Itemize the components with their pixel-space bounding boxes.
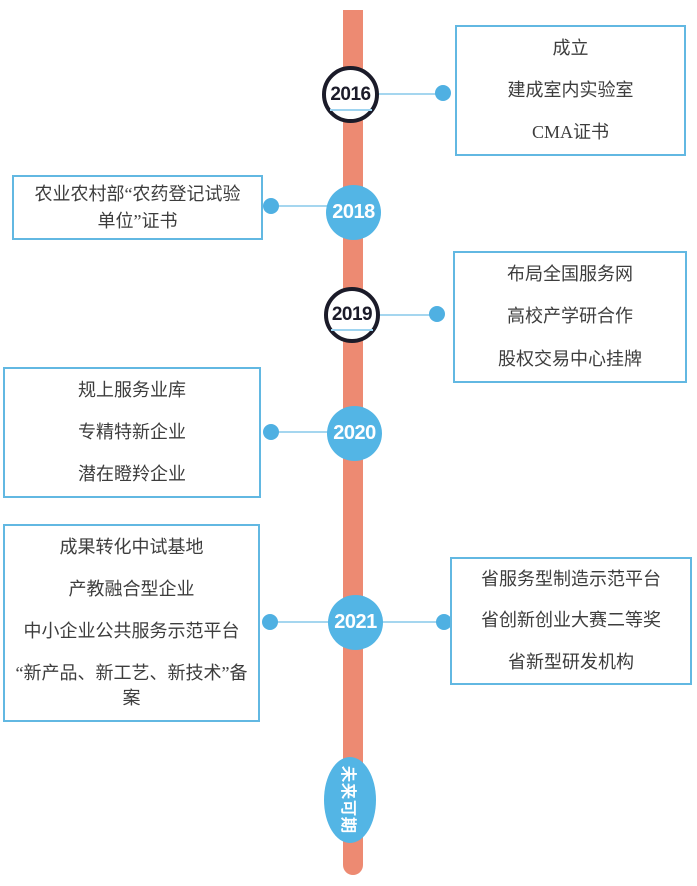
year-node-2016: 2016	[322, 66, 379, 123]
connector-line-2019	[353, 314, 438, 316]
connector-dot-2016	[435, 85, 451, 101]
connector-dot-2020	[263, 424, 279, 440]
milestone-box-2019: 布局全国服务网 高校产学研合作 股权交易中心挂牌	[453, 251, 687, 383]
milestone-line: 成立	[552, 37, 589, 58]
milestone-line: 省新型研发机构	[508, 651, 634, 672]
connector-line-2020	[271, 431, 354, 433]
future-label: 未来可期	[339, 765, 357, 835]
milestone-line: 成果转化中试基地	[59, 536, 204, 557]
milestone-line: 省创新创业大赛二等奖	[481, 610, 661, 631]
milestone-line: 农业农村部“农药登记试验单位”证书	[34, 183, 241, 231]
year-node-2018: 2018	[326, 185, 381, 240]
future-node: 未来可期	[324, 757, 376, 843]
year-label-2020: 2020	[333, 422, 376, 444]
year-label-2016: 2016	[330, 83, 371, 105]
milestone-box-2020: 规上服务业库 专精特新企业 潜在瞪羚企业	[3, 367, 261, 498]
milestone-box-2021-left: 成果转化中试基地 产教融合型企业 中小企业公共服务示范平台 “新产品、新工艺、新…	[3, 524, 260, 722]
milestone-box-2016: 成立 建成室内实验室 CMA证书	[455, 25, 686, 156]
connector-dot-2021-right	[436, 614, 452, 630]
year-node-2020: 2020	[327, 406, 382, 461]
milestone-line: 专精特新企业	[78, 421, 186, 442]
milestone-box-2018: 农业农村部“农药登记试验单位”证书	[12, 175, 263, 240]
milestone-line: CMA证书	[531, 122, 609, 143]
milestone-line: 中小企业公共服务示范平台	[23, 621, 240, 642]
connector-line-2016	[353, 93, 443, 95]
connector-dot-2018	[263, 198, 279, 214]
connector-line-2021-right	[355, 621, 444, 623]
milestone-line: “新产品、新工艺、新技术”备案	[15, 663, 248, 709]
connector-line-2018	[271, 205, 353, 207]
year-label-2018: 2018	[332, 201, 375, 223]
year-label-2021: 2021	[334, 611, 377, 633]
milestone-line: 建成室内实验室	[507, 79, 634, 100]
milestone-line: 布局全国服务网	[507, 263, 633, 284]
year-node-2019: 2019	[324, 287, 380, 343]
milestone-line: 产教融合型企业	[68, 578, 195, 599]
year-label-2019: 2019	[331, 304, 373, 325]
year-node-2021: 2021	[328, 595, 383, 650]
connector-dot-2021-left	[262, 614, 278, 630]
milestone-line: 股权交易中心挂牌	[498, 349, 642, 370]
milestone-line: 高校产学研合作	[507, 306, 633, 327]
milestone-line: 规上服务业库	[78, 379, 186, 400]
connector-dot-2019	[429, 306, 445, 322]
milestone-line: 潜在瞪羚企业	[78, 464, 186, 485]
milestone-box-2021-right: 省服务型制造示范平台 省创新创业大赛二等奖 省新型研发机构	[450, 557, 692, 685]
connector-line-2021-left	[270, 621, 355, 623]
milestone-line: 省服务型制造示范平台	[481, 569, 661, 590]
